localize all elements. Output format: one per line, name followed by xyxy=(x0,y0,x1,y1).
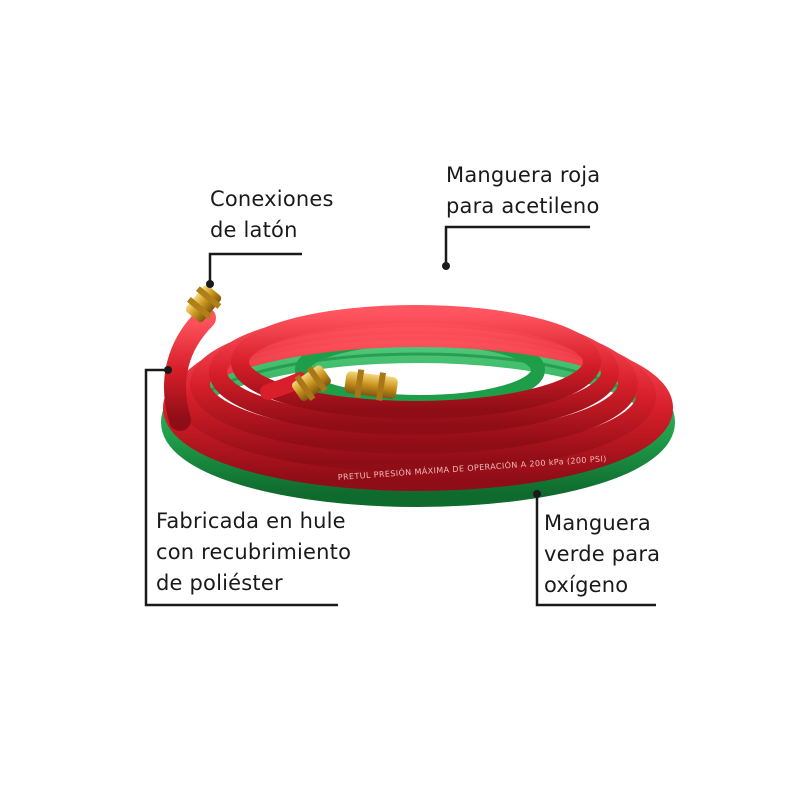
callout-green-hose: Manguera verde para oxígeno xyxy=(544,508,660,601)
callout-line: con recubrimiento xyxy=(156,540,352,564)
leader-line-roja xyxy=(442,225,590,270)
leader-line-verde xyxy=(533,490,656,607)
brass-connector-top-left xyxy=(185,285,222,323)
brass-connector-center-2 xyxy=(344,369,398,401)
callout-line: verde para xyxy=(544,542,661,566)
brass-connector-center-1 xyxy=(291,365,331,401)
callout-red-hose: Manguera roja para acetileno xyxy=(446,160,600,222)
callout-line: Fabricada en hule xyxy=(156,509,346,533)
leader-line-fabricada xyxy=(144,366,338,607)
callout-rubber-material: Fabricada en hule con recubrimiento de p… xyxy=(156,506,351,599)
callout-brass-connections: Conexiones de latón xyxy=(210,184,334,246)
callout-line: para acetileno xyxy=(446,194,600,218)
callout-line: Manguera roja xyxy=(446,163,601,187)
leader-line-conexiones xyxy=(206,252,302,288)
callout-line: de poliéster xyxy=(156,571,283,595)
callout-line: Manguera xyxy=(544,511,651,535)
callout-line: Conexiones xyxy=(210,187,334,211)
callout-line: de latón xyxy=(210,218,298,242)
callout-line: oxígeno xyxy=(544,573,629,597)
